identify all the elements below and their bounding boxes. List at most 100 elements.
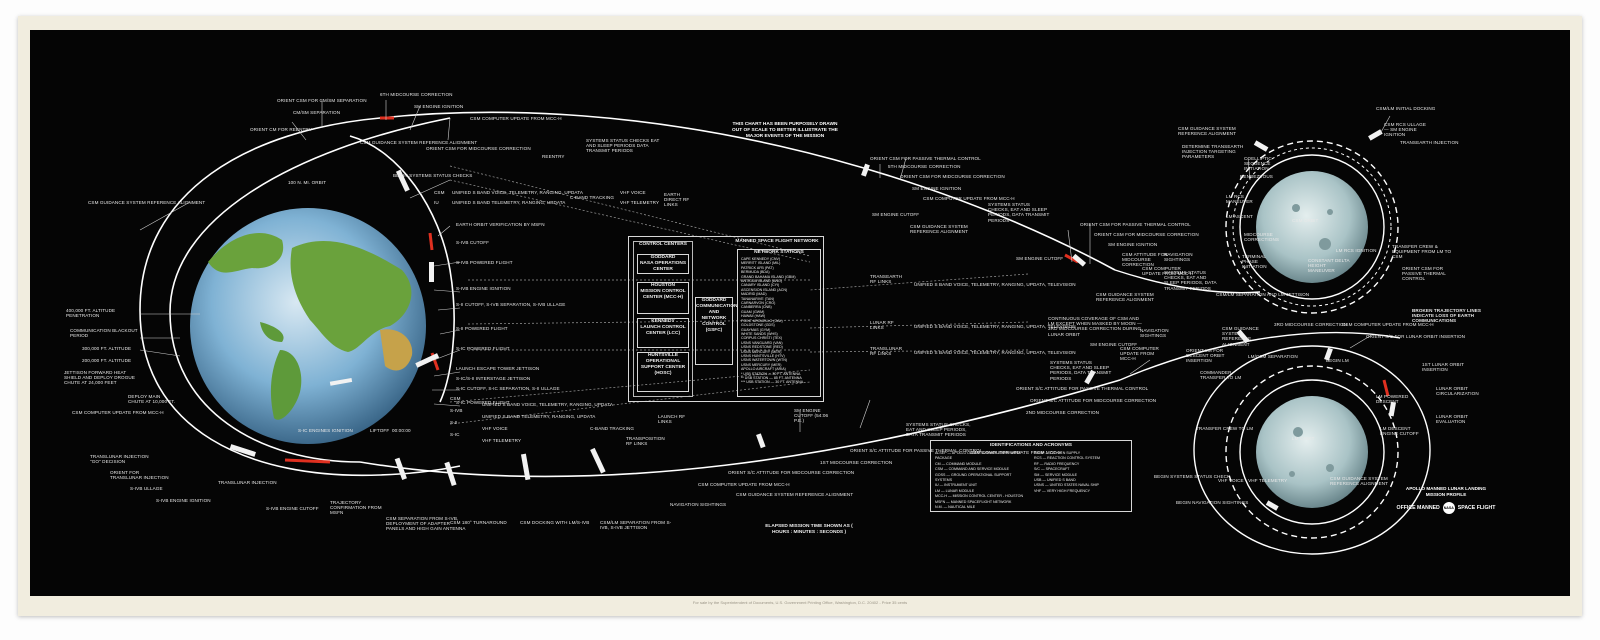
label-systems-up: SYSTEMS STATUS CHECKS, EAT AND SLEEP PER… — [988, 202, 1050, 223]
label-orient-ptc-mid: ORIENT S/C ATTITUDE FOR PASSIVE THERMAL … — [1016, 386, 1149, 391]
houston-label: HOUSTON — [651, 283, 675, 288]
label-tli: TRANSLUNAR INJECTION — [218, 480, 277, 485]
station-item: TANANARIVE (TAN) — [741, 296, 775, 301]
vehicle-tag: S-II — [450, 420, 458, 425]
label-csm-attitude: CSM ATTITUDE FOR MIDCOURSE CORRECTION — [1122, 252, 1168, 268]
label-lm-jettison: CSM/LM SEPARATION AND LM JETTISON — [1216, 292, 1310, 297]
label-continuous: CONTINUOUS COVERAGE OF CSM AND LM EXCEPT… — [1048, 316, 1142, 337]
acronym-item: MSFN — MANNED SPACEFLIGHT NETWORK — [935, 499, 1012, 504]
acronym-item: GOSS — GROUND OPERATIONAL SUPPORT SYSTEM… — [935, 472, 1012, 483]
label-terminal-phase: TERMINAL PHASE INITIATION — [1242, 254, 1267, 270]
printer-line: For sale by the Superintendent of Docume… — [692, 600, 908, 605]
label-lm-descent: LM DESCENT ENGINE CUTOFF — [1380, 426, 1419, 437]
vehicle-tag: S-IVB — [450, 408, 463, 413]
label-orient-cm-reentry: ORIENT CM FOR REENTRY — [250, 127, 312, 132]
acronym-item: USNS — UNITED STATES NAVAL SHIP — [1034, 483, 1099, 488]
label-s1c-powered: S-IC POWERED FLIGHT — [456, 346, 510, 351]
acronym-item: IU — INSTRUMENT UNIT — [935, 483, 978, 488]
station-item: BERMUDA (BDA) — [741, 270, 770, 275]
label-liftoff: LIFTOFF — [370, 428, 390, 433]
label-csmlm-separation: CSM/LM SEPARATION FROM S-IVB, S-IVB JETT… — [600, 520, 672, 531]
station-item: ASCENSION ISLAND (ACN) — [741, 287, 788, 292]
label-constant-delta: CONSTANT DELTA HEIGHT MANEUVER — [1308, 258, 1350, 274]
station-item: ** USB STATION — 85 FT. ANTENNA — [741, 375, 802, 380]
label-csm-guid-align: CSM GUIDANCE SYSTEM REFERENCE ALIGNMENT — [360, 140, 478, 145]
station-item: MERRITT ISLAND (MIL) — [741, 261, 781, 266]
rf-link-low3: C-BAND TRACKING — [590, 426, 635, 431]
label-navigation: NAVIGATION SIGHTINGS — [1164, 252, 1193, 263]
label-sm-cutoff-mid: SM ENGINE CUTOFF — [1016, 256, 1064, 261]
station-item: CARNARVON (CRO) — [741, 301, 776, 306]
label-orient-loi: ORIENT S/C FOR LUNAR ORBIT INSERTION — [1366, 334, 1466, 339]
label-csm-separation: CSM SEPARATION FROM S-IVB, DEPLOYMENT OF… — [386, 516, 466, 532]
label-csm-update-right: CSM COMPUTER UPDATE FROM MCC-H — [1120, 346, 1159, 362]
label-csm-update: CSM COMPUTER UPDATE FROM MCC-H — [470, 116, 562, 121]
station-item: GOLDSTONE (GDS) — [741, 323, 775, 328]
label-csm-rcs: CSM RCS ULLAGE — SM ENGINE IGNITION — [1384, 122, 1426, 138]
label-begin-lm: BEGIN LM — [1326, 358, 1349, 363]
station-item: GRAND BAHAMA ISLAND (GBM) — [741, 274, 796, 279]
acronym-item: USB — UNIFIED S BAND — [1034, 478, 1076, 483]
houston-box: HOUSTON MISSION CONTROL CENTER (MCC-H) — [637, 282, 689, 314]
gsfc-label: GODDARD COMMUNICATION AND NETWORK CONTRO… — [696, 298, 738, 333]
vehicle-tag: S-IC — [450, 432, 460, 437]
station-item: ANTIGUA ISLAND (ANG) — [741, 279, 782, 284]
station-item: POINT ARGUELLO (CAL) — [741, 318, 783, 323]
acronym-item: RF — RADIO FREQUENCY — [1034, 461, 1080, 466]
leader-lines — [139, 100, 1391, 432]
label-orient-lm: ORIENT LM FOR DESCENT ORBIT INSERTION — [1186, 348, 1225, 364]
label-orient-ptc: ORIENT CSM FOR PASSIVE THERMAL CONTROL — [870, 156, 981, 161]
label-s1c-ignition-low: S-IC POWERED FLIGHT — [456, 400, 510, 405]
label-sm-cutoff-up: SM ENGINE CUTOFF — [872, 212, 920, 217]
rf-link-lunar: UNIFIED S BAND VOICE, TELEMETRY, RANGING… — [914, 324, 1076, 329]
label-vhf-voice: VHF VOICE • VHF TELEMETRY — [1218, 478, 1288, 483]
rf-link-top2: UNIFIED S BAND TELEMETRY, RANGING, UPDAT… — [452, 200, 566, 205]
label-lm-powered: LM POWERED DESCENT — [1376, 394, 1409, 405]
acronym-item: S/C — SPACECRAFT — [1034, 467, 1070, 472]
station-item: * USB STATION — 30 FT. ANTENNA — [741, 371, 801, 376]
label-csm-docking: CSM DOCKING WITH LM/S-IVB — [520, 520, 590, 525]
network-panel: CONTROL CENTERS GODDARD NASA OPERATIONS … — [628, 236, 824, 402]
label-lm-ascent: LM ASCENT — [1226, 214, 1253, 219]
label-s4b-ullage: S-IVB ULLAGE — [130, 486, 163, 491]
kennedy-box: KENNEDY LAUNCH CONTROL CENTER (LCC) — [637, 318, 689, 348]
station-item: GUAM (GWM) — [741, 309, 765, 314]
vehicle-tag: IU — [434, 200, 439, 205]
label-earth-orbit-verif: EARTH ORBIT VERIFICATION BY MSFN — [456, 222, 545, 227]
acronyms-title: IDENTIFICATIONS AND ACRONYMS — [990, 443, 1072, 448]
station-item: USNS REDSTONE (RED) — [741, 345, 783, 350]
label-sixth-mcc: 6TH MIDCOURSE CORRECTION — [380, 92, 453, 97]
label-orient-csm-mcc-up: ORIENT CSM FOR MIDCOURSE CORRECTION — [900, 174, 1005, 179]
label-100nm-orbit: 100 N. MI. ORBIT — [288, 180, 327, 185]
label-first-mcc: 1ST MIDCOURSE CORRECTION — [820, 460, 893, 465]
elapsed-note: ELAPSED MISSION TIME SHOWN AS ( HOURS : … — [760, 524, 858, 542]
label-lunar-links: LUNAR RF LINKS — [870, 320, 894, 331]
lunar-approach — [1114, 269, 1401, 381]
acronym-item: RCS — REACTION CONTROL SYSTEM — [1034, 456, 1100, 461]
label-commander: COMMANDER TRANSFER TO LM — [1200, 370, 1242, 381]
label-alt-400k: 400,000 FT. ALTITUDE PENETRATION — [66, 308, 116, 319]
msfn-title: MANNED SPACE FLIGHT NETWORK — [735, 239, 819, 244]
label-systems-status: SYSTEMS STATUS CHECKS EAT AND SLEEP PERI… — [586, 138, 660, 154]
huntsville-label: HUNTSVILLE — [647, 353, 679, 358]
label-csm-guid-top: CSM GUIDANCE SYSTEM REFERENCE ALIGNMENT — [1178, 126, 1237, 137]
acronym-item: ALSEP — APOLLO LUNAR SURFACE EXPERIMENT … — [935, 451, 1022, 461]
station-item: CANARY ISLAND (CYI) — [741, 283, 780, 288]
kennedy-label: KENNEDY — [651, 319, 675, 324]
acronym-item: VHF — VERY HIGH FREQUENCY — [1034, 488, 1090, 493]
moon-upper-orbit — [1225, 140, 1399, 314]
label-nav-sightings: NAVIGATION SIGHTINGS — [670, 502, 727, 507]
label-comm-blackout: COMMUNICATION BLACKOUT PERIOD — [70, 328, 138, 339]
trajectory-drawing — [139, 100, 1431, 555]
rf-link-top1: UNIFIED S BAND VOICE, TELEMETRY, RANGING… — [452, 190, 583, 195]
station-item: GUAYMAS (GYM) — [741, 327, 771, 332]
label-systems-top: SYSTEMS STATUS CHECKS, EAT AND SLEEP PER… — [1164, 270, 1217, 291]
label-orient-mcc-low: ORIENT S/C ATTITUDE FOR MIDCOURSE CORREC… — [728, 470, 855, 475]
label-orient-mcc-mid: ORIENT S/C ATTITUDE FOR MIDCOURSE CORREC… — [1030, 398, 1157, 403]
label-alt-300k: 300,000 FT. ALTITUDE — [82, 346, 132, 351]
label-fifth-mcc: 5TH MIDCOURSE CORRECTION — [888, 164, 961, 169]
label-csm-orbit: CSM ORBIT — [1292, 218, 1319, 223]
label-s4b-ignition: S-IVB ENGINE IGNITION — [456, 286, 511, 291]
label-determine-tei: DETERMINE TRANSEARTH INJECTION TARGETING… — [1182, 144, 1244, 160]
